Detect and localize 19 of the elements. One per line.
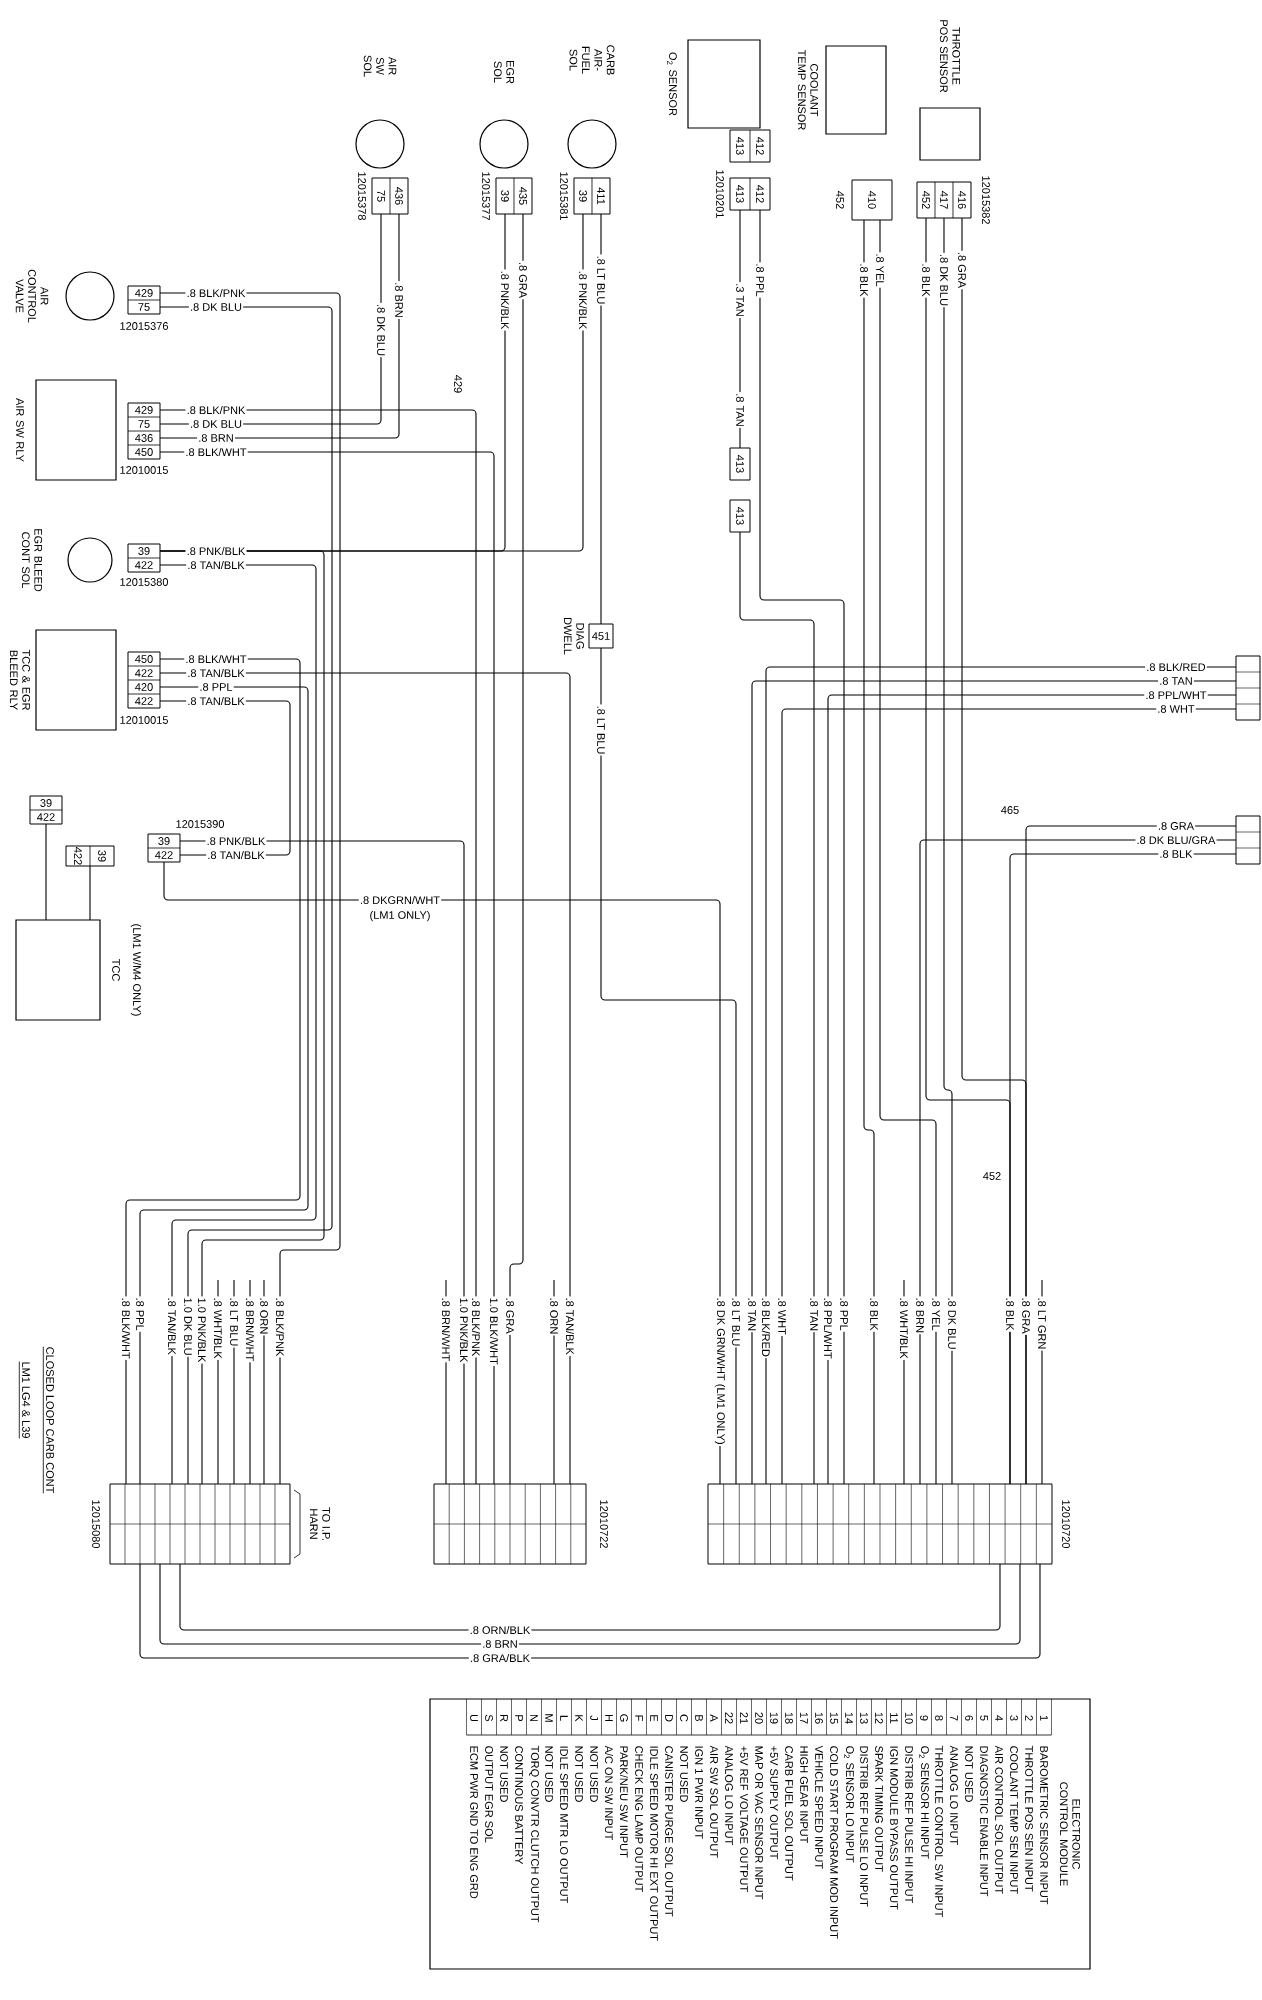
wire (139, 1563, 1041, 1659)
wire (159, 672, 571, 1485)
wire (263, 1279, 265, 1485)
wire (863, 219, 875, 1485)
wire (879, 219, 937, 1485)
wire (89, 865, 91, 921)
wire (739, 531, 815, 1485)
harness-connector (1235, 655, 1261, 721)
wire (553, 1279, 555, 1485)
wire (509, 213, 524, 1485)
wire (600, 647, 737, 1485)
wire (179, 1563, 1001, 1631)
wire (45, 823, 47, 921)
wire (759, 209, 845, 1485)
wire (159, 1563, 1021, 1645)
wire (739, 209, 741, 449)
harness-connector (1235, 815, 1261, 865)
wire (919, 839, 1237, 1485)
wire (943, 217, 953, 1485)
